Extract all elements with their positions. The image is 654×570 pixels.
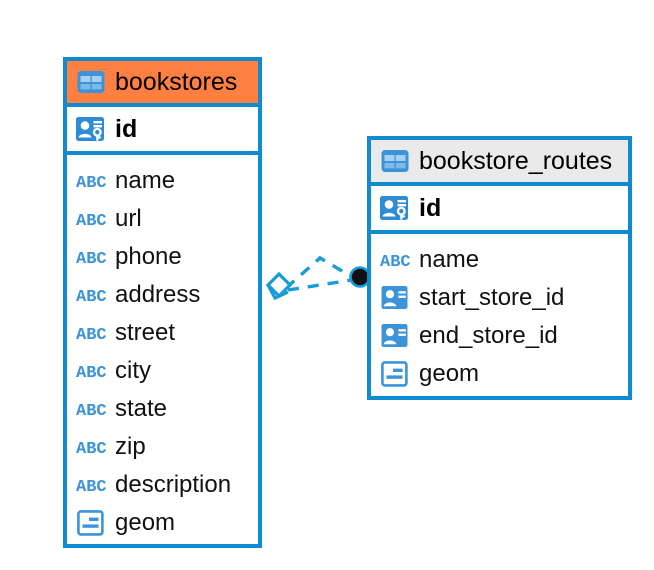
field-label: address [115,281,201,308]
text-type-icon: ABC [76,207,106,231]
entity-title: bookstore_routes [419,146,613,175]
field-label: url [115,205,142,232]
text-type-icon: ABC [76,473,106,497]
field-label: geom [115,509,176,536]
svg-text:ABC: ABC [76,250,106,269]
field-row[interactable]: geom [67,504,258,542]
text-type-icon: ABC [380,248,410,272]
field-row[interactable]: ABC zip [67,428,258,466]
field-row[interactable]: ABC city [67,352,258,390]
table-icon [380,146,410,176]
field-row[interactable]: ABC name [371,241,628,279]
geometry-type-icon [76,509,106,537]
text-type-icon: ABC [76,245,106,269]
text-type-icon: ABC [76,169,106,193]
text-type-icon: ABC [76,435,106,459]
field-row[interactable]: ABC description [67,466,258,504]
field-row[interactable]: ABC street [67,314,258,352]
field-list-bookstores: ABC name ABC url ABC pho [67,155,258,548]
field-label: city [115,357,151,384]
primary-key-row[interactable]: id [67,107,258,155]
field-label: description [115,471,232,498]
text-type-icon: ABC [76,359,106,383]
field-row[interactable]: start_store_id [371,279,628,317]
text-type-icon: ABC [76,283,106,307]
field-row[interactable]: ABC state [67,390,258,428]
svg-text:ABC: ABC [76,478,106,497]
field-row[interactable]: ABC url [67,200,258,238]
svg-text:ABC: ABC [380,253,410,272]
field-label: zip [115,433,146,460]
field-row[interactable]: ABC name [67,162,258,200]
relationship-diamond-tail [266,284,289,301]
field-list-bookstore-routes: ABC name start_store_id [371,234,628,399]
foreign-key-icon [380,284,410,312]
primary-key-icon [74,113,106,145]
foreign-key-icon [380,322,410,350]
field-label: start_store_id [419,284,565,311]
field-row[interactable]: end_store_id [371,317,628,355]
field-label: name [419,246,480,273]
field-label: phone [115,243,182,270]
relationship-diamond-marker [265,271,293,299]
svg-text:ABC: ABC [76,440,106,459]
entity-header-bookstore-routes[interactable]: bookstore_routes [371,140,628,186]
geometry-type-icon [380,360,410,388]
entity-bookstores[interactable]: bookstores id [63,57,262,548]
svg-text:ABC: ABC [76,364,106,383]
entity-bookstore-routes[interactable]: bookstore_routes id [367,136,632,400]
field-row[interactable]: ABC address [67,276,258,314]
primary-key-row[interactable]: id [371,186,628,234]
field-label: geom [419,360,480,387]
field-label: state [115,395,168,422]
field-row[interactable]: ABC phone [67,238,258,276]
relationship-line-lower [287,278,353,292]
svg-text:ABC: ABC [76,212,106,231]
relationship-line-upper [284,255,355,290]
primary-key-icon [378,192,410,224]
svg-text:ABC: ABC [76,402,106,421]
text-type-icon: ABC [76,321,106,345]
field-row[interactable]: geom [371,355,628,393]
entity-header-bookstores[interactable]: bookstores [67,61,258,107]
table-icon [76,67,106,97]
entity-title: bookstores [115,67,238,96]
svg-text:ABC: ABC [76,326,106,345]
primary-key-label: id [115,114,138,143]
field-label: end_store_id [419,322,558,349]
svg-text:ABC: ABC [76,174,106,193]
field-label: street [115,319,176,346]
field-label: name [115,167,176,194]
svg-text:ABC: ABC [76,288,106,307]
text-type-icon: ABC [76,397,106,421]
primary-key-label: id [419,193,442,222]
